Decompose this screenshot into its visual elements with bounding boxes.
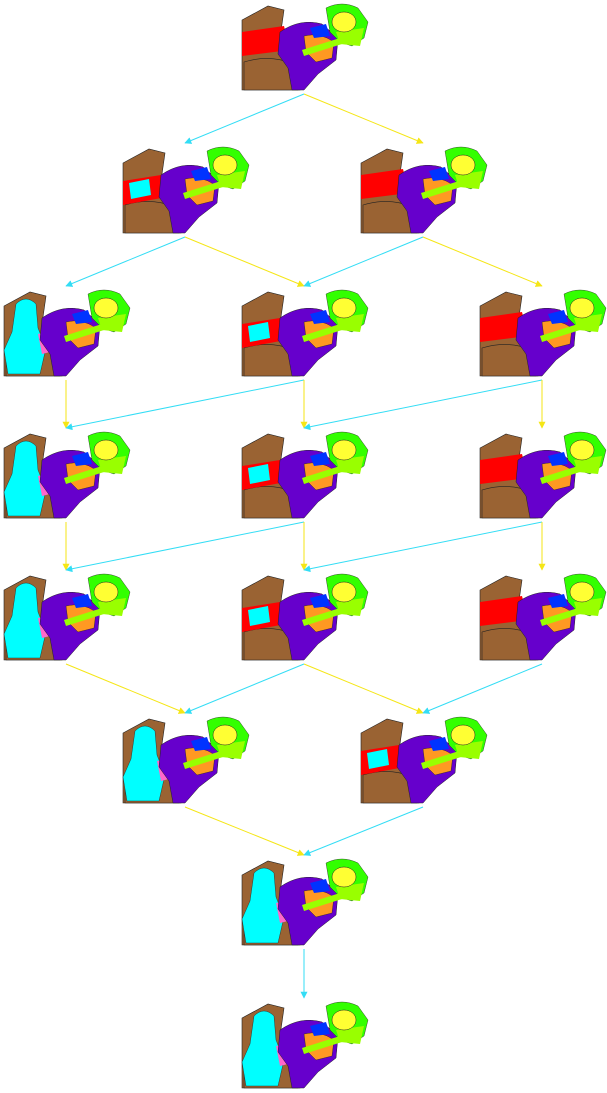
node-thumbnail-n13 xyxy=(360,716,488,804)
nodes-layer xyxy=(3,3,607,1089)
node-thumbnail-n4 xyxy=(241,289,369,377)
node-thumbnail-n0 xyxy=(241,3,369,91)
edge-n7-to-n9 xyxy=(65,521,305,573)
node-thumbnail-n15 xyxy=(241,1001,369,1089)
node-thumbnail-n1 xyxy=(122,146,250,234)
edges-layer xyxy=(62,93,546,999)
node-thumbnail-n7 xyxy=(241,431,369,519)
node-thumbnail-n3 xyxy=(3,289,131,377)
node-thumbnail-n14 xyxy=(241,858,369,946)
edge-n12-to-n14 xyxy=(184,806,305,856)
edge-n10-to-n13 xyxy=(303,663,424,714)
edge-n10-to-n12 xyxy=(184,663,305,714)
edge-n4-to-n6 xyxy=(65,379,305,431)
edge-n2-to-n4 xyxy=(303,236,424,287)
node-thumbnail-n5 xyxy=(479,289,607,377)
edge-n0-to-n1 xyxy=(184,93,305,144)
edge-n2-to-n5 xyxy=(422,236,543,287)
node-thumbnail-n6 xyxy=(3,431,131,519)
edge-n1-to-n4 xyxy=(184,236,305,287)
edge-n0-to-n2 xyxy=(303,93,424,144)
edge-n11-to-n13 xyxy=(422,663,543,714)
node-thumbnail-n2 xyxy=(360,146,488,234)
node-thumbnail-n12 xyxy=(122,716,250,804)
edge-n1-to-n3 xyxy=(65,236,186,287)
edge-n8-to-n10 xyxy=(303,521,543,573)
node-thumbnail-n10 xyxy=(241,573,369,661)
edge-n5-to-n7 xyxy=(303,379,543,431)
edge-n9-to-n12 xyxy=(65,663,186,714)
node-thumbnail-n8 xyxy=(479,431,607,519)
node-thumbnail-n9 xyxy=(3,573,131,661)
edge-n13-to-n14 xyxy=(303,806,424,856)
node-thumbnail-n11 xyxy=(479,573,607,661)
